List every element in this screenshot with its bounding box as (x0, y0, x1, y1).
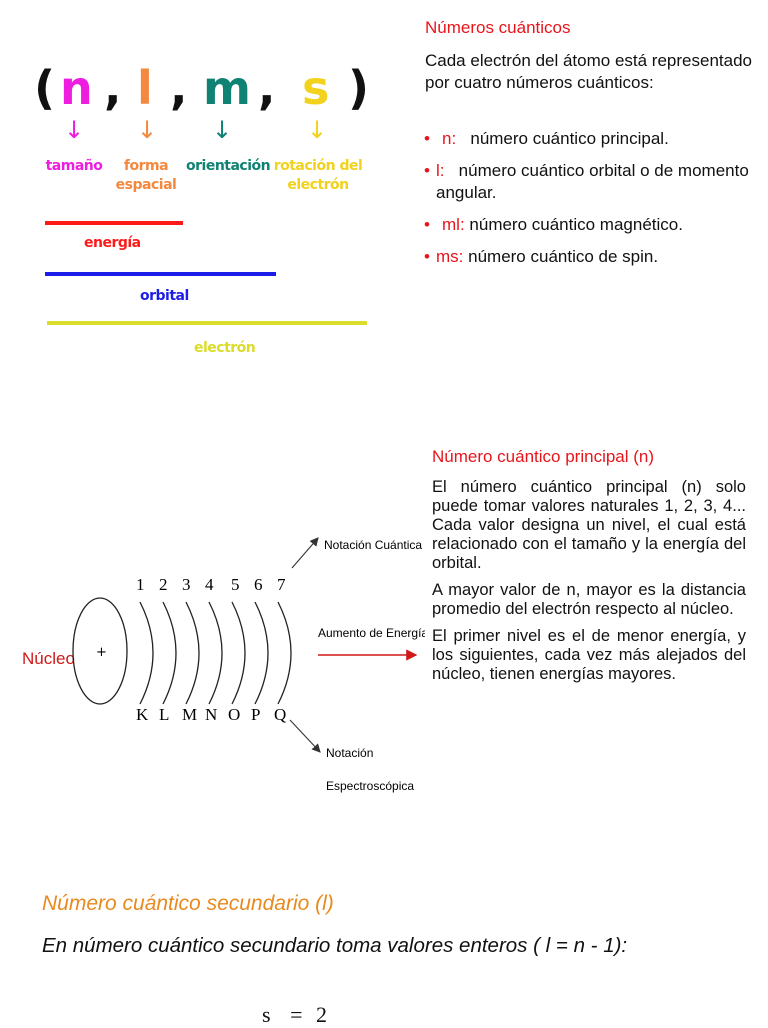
close-paren: ) (348, 61, 370, 115)
section2-title: Número cuántico principal (n) (432, 447, 655, 466)
energy-bar-label: energía (84, 235, 141, 251)
section3-text: En número cuántico secundario toma valor… (42, 934, 628, 957)
shell-letter: O (228, 705, 240, 724)
label-orientacion: orientación (186, 158, 271, 174)
shell-letter: K (136, 705, 149, 724)
energy-increase-label: Aumento de Energía (318, 626, 425, 640)
electron-bar (47, 321, 367, 325)
quantum-number-list: • n: número cuántico principal. • l: núm… (424, 128, 759, 278)
list-item: • ms: número cuántico de spin. (424, 247, 659, 266)
list-item: • ml: número cuántico magnético. (424, 215, 683, 234)
shell-number: 7 (277, 575, 286, 594)
shell-arc (139, 601, 154, 705)
shell-number: 3 (182, 575, 191, 594)
list-item: • n: número cuántico principal. (424, 129, 669, 148)
comma: , (258, 61, 276, 115)
symbol-s: s (302, 61, 330, 115)
shell-number: 5 (231, 575, 240, 594)
quantum-notation-label: Notación Cuántica (324, 538, 422, 552)
section2-text: El número cuántico principal (n) solo pu… (432, 478, 746, 692)
shell-letter: Q (274, 705, 286, 724)
shell-number: 1 (136, 575, 145, 594)
symbol-n: n (60, 61, 93, 115)
section1-title: Números cuánticos (425, 18, 571, 37)
orbital-bar (45, 272, 276, 276)
section2-paragraph: El primer nivel es el de menor energía, … (432, 627, 746, 683)
energy-bar (45, 221, 183, 225)
symbol-l: l (137, 61, 153, 115)
shell-arc (162, 601, 177, 705)
shell-arc (231, 601, 246, 705)
shell-arc (185, 601, 200, 705)
shell-arc (254, 601, 269, 705)
nucleus-sign: + (96, 645, 107, 660)
section2-paragraph: El número cuántico principal (n) solo pu… (432, 478, 746, 572)
section1-intro: Cada electrón del átomo está representad… (425, 51, 752, 92)
spectroscopic-notation-arrow (289, 719, 321, 753)
down-arrow-icon: ↓ (137, 116, 158, 144)
formula: s = 2 (262, 1002, 327, 1028)
orbital-bar-label: orbital (140, 288, 189, 304)
formula-rhs: 2 (315, 1002, 327, 1027)
nucleus-circle (72, 597, 128, 705)
down-arrow-icon: ↓ (64, 116, 85, 144)
nucleus-label: Núcleo (22, 649, 75, 668)
shell-number: 2 (159, 575, 168, 594)
formula-lhs: s (262, 1002, 271, 1027)
label-tamano: tamaño (45, 158, 103, 174)
formula-eq: = (290, 1002, 303, 1027)
quantum-tuple: ( n , l , m , s ) (30, 58, 380, 118)
down-arrow-icon: ↓ (212, 116, 233, 144)
down-arrow-icon: ↓ (307, 116, 328, 144)
shell-arcs (139, 601, 292, 705)
electron-bar-label: electrón (194, 340, 256, 356)
spectroscopic-notation-label-2: Espectroscópica (326, 779, 414, 793)
section2-paragraph: A mayor valor de n, mayor es la distanci… (432, 581, 746, 618)
shell-letter: M (182, 705, 197, 724)
shell-arc (208, 601, 223, 705)
shell-letter: N (205, 705, 217, 724)
spectroscopic-notation-label-1: Notación (326, 746, 373, 760)
section3-title: Número cuántico secundario (l) (42, 892, 334, 915)
shell-letter: L (159, 705, 169, 724)
comma: , (170, 61, 188, 115)
list-item: • l: número cuántico orbital o de moment… (424, 161, 749, 202)
symbol-m: m (203, 61, 251, 115)
shell-number: 6 (254, 575, 263, 594)
comma: , (104, 61, 122, 115)
quantum-notation-arrow (291, 537, 319, 569)
shell-number: 4 (205, 575, 214, 594)
shell-letter: P (251, 705, 260, 724)
open-paren: ( (34, 61, 56, 115)
shell-arc (277, 601, 292, 705)
